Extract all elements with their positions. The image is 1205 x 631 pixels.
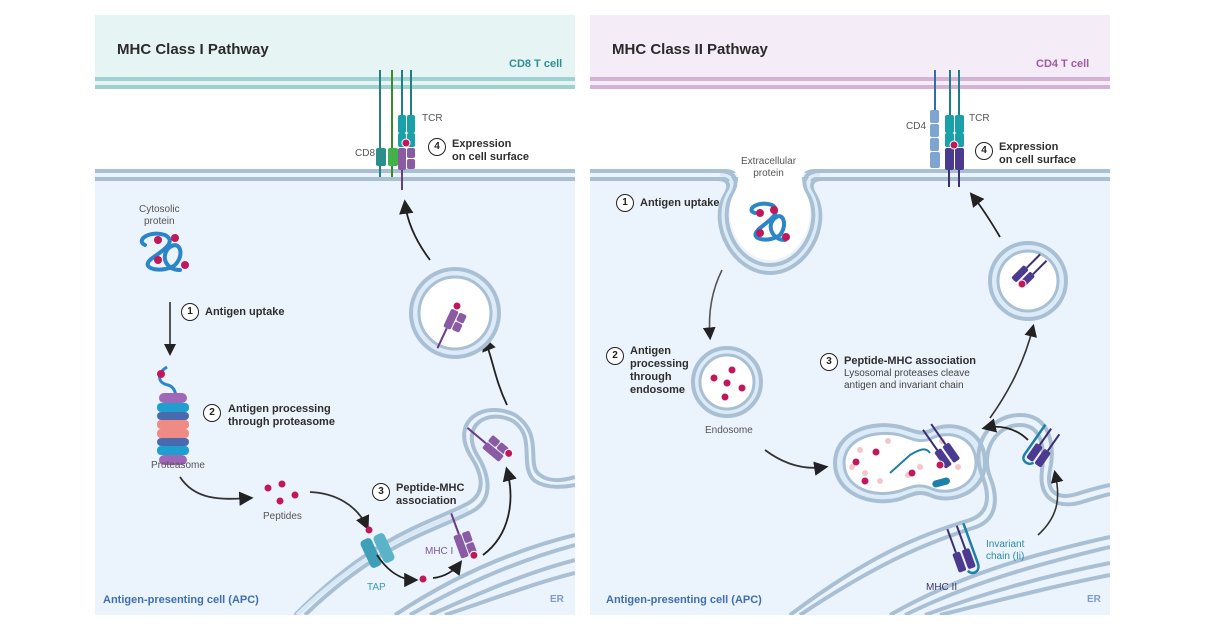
transport-vesicle (409, 267, 501, 359)
step-2-badge: 2 (606, 347, 624, 365)
step-1-label: Antigen uptake (640, 197, 720, 209)
tap-transporter (360, 533, 395, 568)
apc-label: Antigen-presenting cell (APC) (103, 594, 259, 606)
protein-label-line1: Cytosolic (139, 204, 180, 215)
cytosolic-protein (139, 231, 189, 272)
step-4-badge: 4 (428, 138, 446, 156)
step-1-label: Antigen uptake (205, 306, 285, 318)
step-4-badge: 4 (975, 142, 993, 160)
arrow-to-lysosome (764, 449, 829, 476)
step-4-line2: on cell surface (999, 154, 1077, 166)
transport-vesicle (988, 241, 1068, 321)
er-membrane (788, 412, 1110, 615)
mhc-i-in-vesicle-bud (466, 427, 514, 462)
t-cell-label: CD8 T cell (509, 58, 563, 70)
t-cell-membrane (590, 77, 1110, 81)
arrow-to-lysosome-mhc (981, 418, 1029, 441)
protein-label-line2: protein (144, 216, 175, 227)
step-2-badge: 2 (203, 404, 221, 422)
step-4-label: Expression on cell surface (999, 141, 1076, 167)
step-3-title: Peptide-MHC association (844, 355, 977, 367)
arrow-through-tap (376, 554, 419, 588)
t-cell-region (590, 15, 1110, 87)
arrow-to-peptides (179, 476, 254, 506)
endosome (691, 346, 763, 418)
protein-label-line1: Extracellular (741, 156, 797, 167)
endosome-label: Endosome (705, 425, 753, 436)
step-3-sub1: Lysosomal proteases cleave (844, 368, 970, 379)
cytosolic-protein-label: Cytosolic protein (139, 204, 180, 228)
arrow-to-surface (399, 199, 431, 261)
step-2-line2: through proteasome (228, 416, 335, 428)
apc-membrane (590, 169, 1110, 173)
endocytic-pit (717, 169, 823, 276)
invariant-chain-line1: Invariant (986, 539, 1025, 550)
lysosome (832, 423, 988, 504)
mhc-ii-label: MHC II (926, 582, 958, 593)
mhc-ii-with-invariant-chain-in-bud (1022, 423, 1061, 467)
proteasome (157, 365, 189, 465)
step-2-line3: through (630, 371, 672, 383)
peptides-label: Peptides (263, 511, 302, 522)
step-3-label: Peptide-MHC association Lysosomal protea… (844, 355, 976, 392)
step-3-badge: 3 (372, 483, 390, 501)
step-4-label: Expression on cell surface (452, 138, 529, 164)
step-1-badge: 1 (616, 194, 634, 212)
protein-label-line2: protein (753, 168, 784, 179)
arrow-to-mhc1 (432, 560, 463, 579)
mhc-i-molecule (450, 513, 479, 560)
step-2-line1: Antigen processing (228, 403, 331, 415)
step-4-line1: Expression (452, 138, 512, 150)
mhc-class-i-panel: MHC Class I Pathway CD8 T cell CD8 TCR 4… (95, 15, 575, 615)
arrow-to-vesicle (989, 323, 1037, 419)
mhc-ii-with-invariant-chain-in-er (946, 522, 980, 575)
step-2-label: Antigen processing through proteasome (228, 403, 335, 429)
tcr-cd8-complex (376, 70, 415, 190)
tap-label: TAP (367, 582, 386, 593)
step-2-line2: processing (630, 358, 689, 370)
mhc-class-i-diagram (95, 15, 575, 615)
er-label: ER (550, 594, 564, 605)
mhc-i-label: MHC I (425, 546, 454, 557)
t-cell-region (95, 15, 575, 87)
invariant-chain-line2: chain (Ii) (986, 551, 1025, 562)
step-3-line1: Peptide-MHC (396, 482, 465, 494)
panel-title: MHC Class I Pathway (117, 41, 269, 58)
coreceptor-label: CD8 (355, 148, 376, 159)
extracellular-protein-label: Extracellular protein (741, 156, 796, 180)
er-label: ER (1087, 594, 1101, 605)
arrow-to-bud (1037, 469, 1064, 536)
arrow-to-tap (309, 491, 370, 531)
mhc-class-ii-panel: MHC Class II Pathway CD4 T cell CD4 TCR … (590, 15, 1110, 615)
t-cell-label: CD4 T cell (1036, 58, 1090, 70)
arrow-to-golgi-bud (482, 466, 517, 556)
step-3-badge: 3 (820, 353, 838, 371)
apc-label: Antigen-presenting cell (APC) (606, 594, 762, 606)
step-3-sub2: antigen and invariant chain (844, 380, 964, 391)
mhc-class-ii-diagram (590, 15, 1110, 615)
arrow-to-endosome (702, 269, 723, 341)
step-3-line2: association (396, 495, 457, 507)
step-2-line1: Antigen (630, 345, 671, 357)
step-2-label: Antigen processing through endosome (630, 345, 689, 397)
proteasome-label: Proteasome (151, 460, 205, 471)
t-cell-membrane (95, 77, 575, 81)
panel-title: MHC Class II Pathway (612, 41, 768, 58)
apc-membrane (95, 169, 575, 173)
tcr-label: TCR (422, 113, 443, 124)
tcr-cd4-complex (930, 70, 964, 187)
step-2-line4: endosome (630, 384, 686, 396)
step-4-line1: Expression (999, 141, 1059, 153)
step-3-label: Peptide-MHC association (396, 482, 464, 508)
coreceptor-label: CD4 (906, 121, 927, 132)
step-4-line2: on cell surface (452, 151, 530, 163)
peptides (264, 480, 299, 505)
step-1-badge: 1 (181, 303, 199, 321)
arrow-to-surface (969, 192, 1001, 238)
er-membrane (293, 408, 575, 615)
invariant-chain-label: Invariant chain (Ii) (986, 539, 1024, 563)
tcr-label: TCR (969, 113, 990, 124)
